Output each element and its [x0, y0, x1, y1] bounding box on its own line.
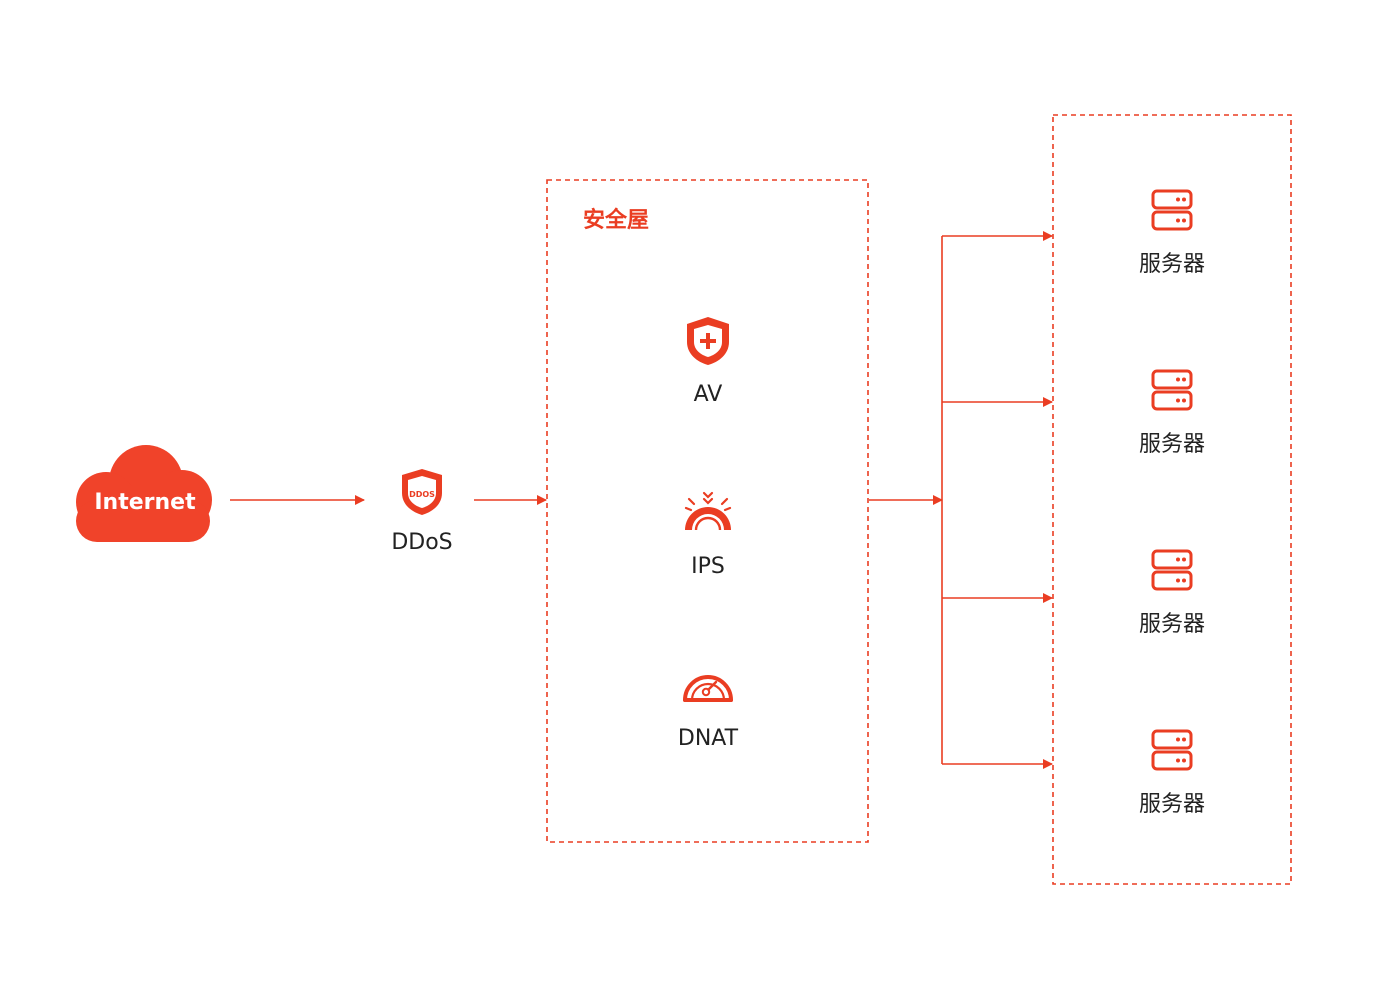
ips-label: IPS: [691, 554, 725, 579]
intrusion-prevention-icon: [684, 491, 732, 531]
server-label-3: 服务器: [1138, 612, 1205, 637]
server-label-1: 服务器: [1138, 252, 1205, 277]
server-label-2: 服务器: [1138, 432, 1205, 457]
server-icon: [1151, 369, 1193, 411]
av-label: AV: [693, 382, 723, 407]
shield-plus-icon: [687, 317, 729, 365]
security-house-box: [546, 179, 869, 843]
internet-label: Internet: [94, 490, 196, 515]
server-group-box: [1052, 114, 1292, 885]
ddos-shield-icon: DDOS: [402, 469, 442, 515]
server-icon: [1151, 189, 1193, 231]
dnat-label: DNAT: [677, 726, 739, 751]
security-house-title: 安全屋: [583, 208, 650, 233]
server-icon: [1151, 729, 1193, 771]
ddos-badge-text: DDOS: [409, 490, 435, 499]
cloud-icon: [76, 445, 212, 542]
server-icon: [1151, 549, 1193, 591]
gauge-icon: [683, 675, 733, 702]
server-label-4: 服务器: [1138, 792, 1205, 817]
ddos-label: DDoS: [391, 530, 453, 555]
